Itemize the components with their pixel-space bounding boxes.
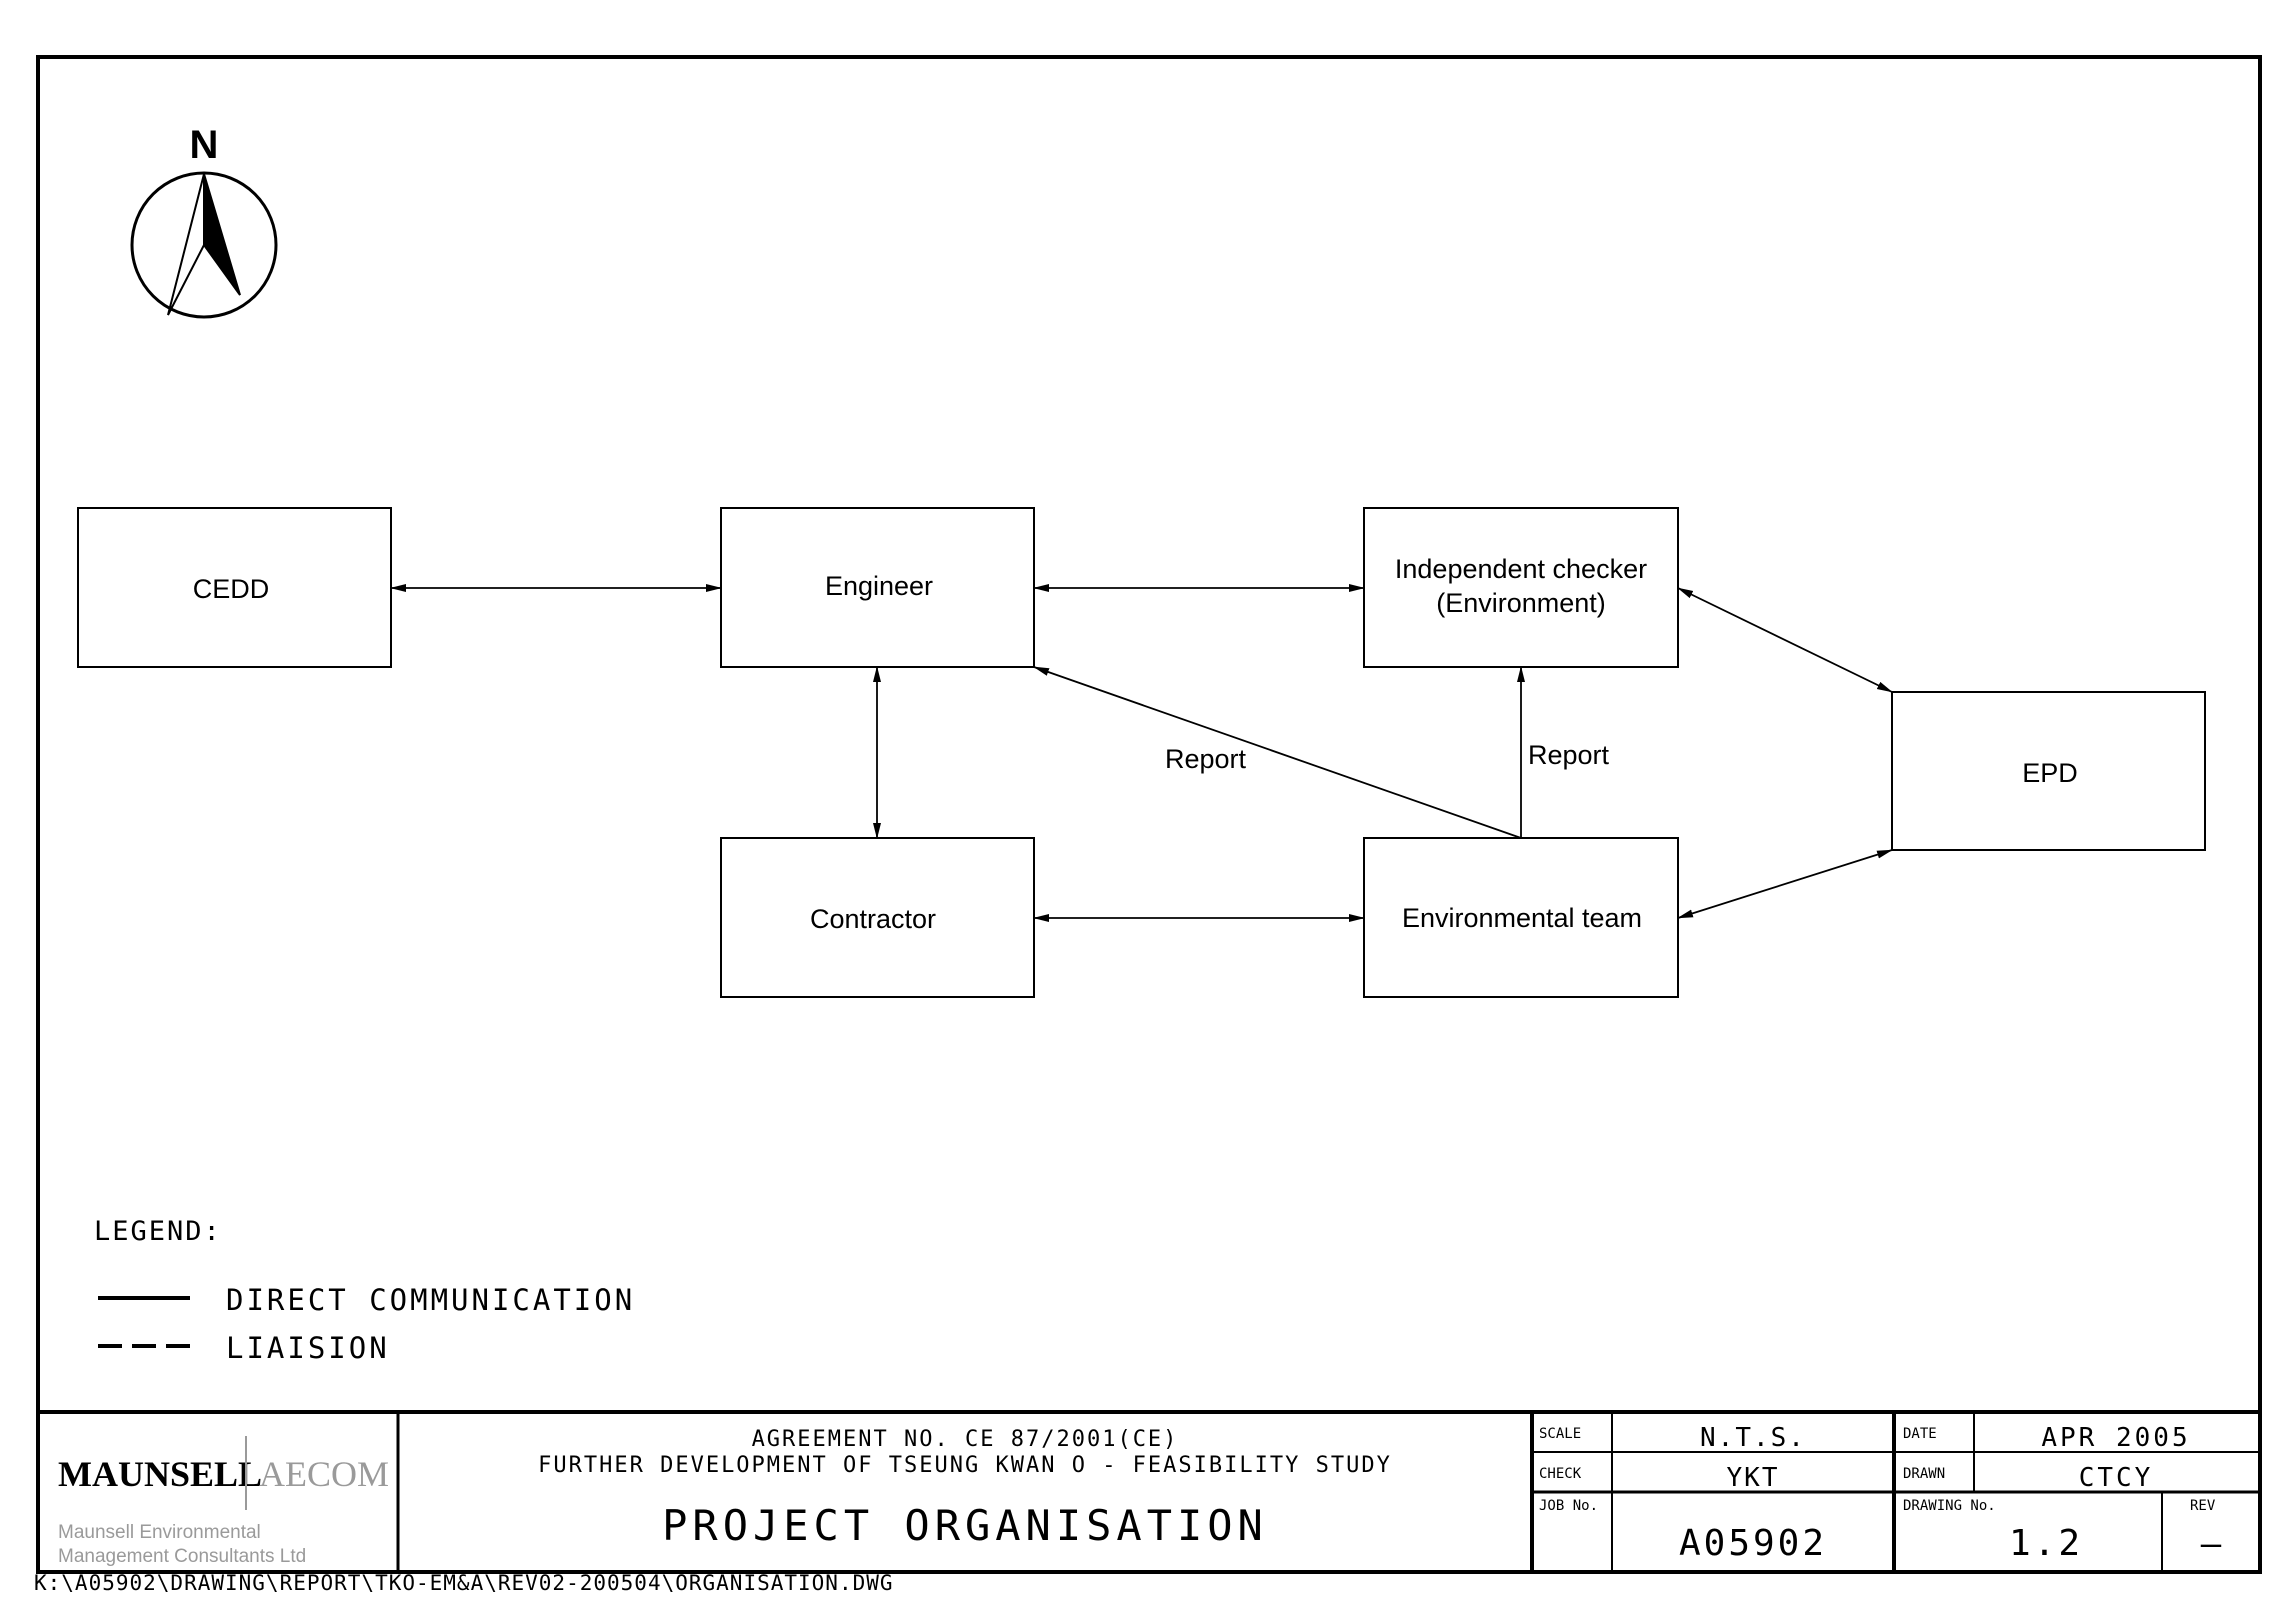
drawn-value: CTCY — [2079, 1463, 2154, 1493]
legend-liaison-label: LIAISION — [226, 1331, 390, 1365]
check-label: CHECK — [1539, 1466, 1582, 1482]
node-epd: EPD — [1891, 691, 2206, 851]
connectors — [390, 584, 1893, 922]
edge-label-report-checker: Report — [1528, 740, 1610, 770]
logo-maunsell: MAUNSELL — [58, 1454, 262, 1494]
node-cedd-label: CEDD — [193, 574, 270, 604]
project-name: FURTHER DEVELOPMENT OF TSEUNG KWAN O - F… — [538, 1453, 1392, 1478]
drawing-title: PROJECT ORGANISATION — [662, 1501, 1268, 1550]
legend: LEGEND: DIRECT COMMUNICATION LIAISION — [94, 1216, 635, 1365]
check-value: YKT — [1727, 1463, 1780, 1493]
drawn-label: DRAWN — [1903, 1466, 1945, 1482]
subsidiary-line1: Maunsell Environmental — [58, 1522, 261, 1543]
file-path: K:\A05902\DRAWING\REPORT\TKO-EM&A\REV02-… — [34, 1571, 894, 1595]
node-engineer-label: Engineer — [825, 571, 933, 601]
drawing-no-value: 1.2 — [2009, 1523, 2083, 1564]
drawing-no-label: DRAWING No. — [1903, 1498, 1996, 1514]
node-independent-checker: Independent checker (Environment) — [1363, 507, 1679, 668]
node-checker-label-line1: Independent checker — [1395, 554, 1647, 584]
north-arrow-icon: N — [130, 123, 278, 319]
rev-value: – — [2201, 1524, 2222, 1564]
node-cedd: CEDD — [77, 507, 392, 668]
node-epd-label: EPD — [2022, 758, 2078, 788]
node-checker-label-line2: (Environment) — [1436, 588, 1606, 618]
edge-label-report-engineer: Report — [1165, 744, 1247, 774]
legend-direct-label: DIRECT COMMUNICATION — [226, 1283, 635, 1317]
job-label: JOB No. — [1539, 1498, 1598, 1514]
node-environmental-team: Environmental team — [1363, 837, 1679, 998]
job-value: A05902 — [1679, 1523, 1827, 1564]
sheet-border — [36, 55, 2262, 1574]
legend-title: LEGEND: — [94, 1216, 222, 1247]
agreement-number: AGREEMENT NO. CE 87/2001(CE) — [752, 1427, 1179, 1452]
connector-report-engineer — [1033, 666, 1522, 839]
scale-value: N.T.S. — [1700, 1423, 1806, 1453]
date-label: DATE — [1903, 1426, 1937, 1442]
connector-checker-epd — [1677, 587, 1893, 693]
connector-envteam-epd — [1677, 849, 1893, 919]
node-engineer: Engineer — [720, 507, 1035, 668]
node-contractor: Contractor — [720, 837, 1035, 998]
company-logo: MAUNSELL AECOM — [58, 1436, 389, 1510]
node-contractor-label: Contractor — [810, 904, 936, 934]
subsidiary-line2: Management Consultants Ltd — [58, 1546, 306, 1567]
title-block: MAUNSELL AECOM Maunsell Environmental Ma… — [38, 1410, 2260, 1572]
scale-label: SCALE — [1539, 1426, 1581, 1442]
rev-label: REV — [2190, 1498, 2216, 1514]
date-value: APR 2005 — [2041, 1423, 2190, 1453]
north-label: N — [190, 123, 219, 167]
node-envteam-label: Environmental team — [1402, 903, 1642, 933]
logo-aecom: AECOM — [259, 1454, 389, 1494]
